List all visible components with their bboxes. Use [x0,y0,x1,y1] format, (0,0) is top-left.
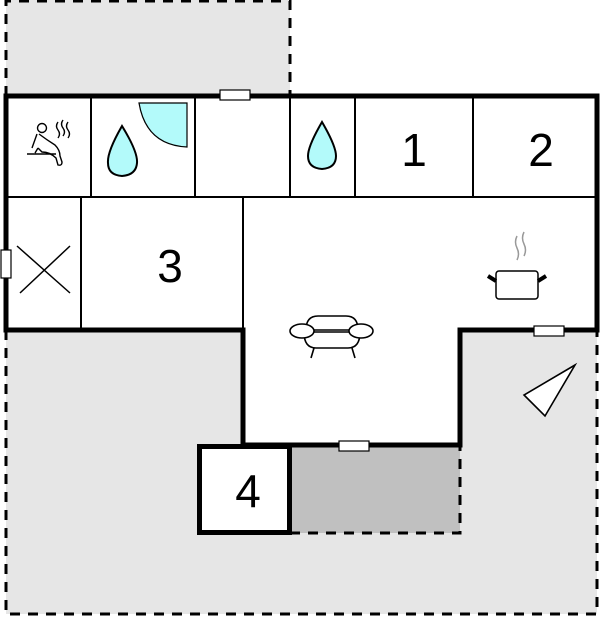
outdoor-area [6,0,597,614]
window-left [0,249,12,279]
windows [0,89,565,452]
sauna-icon [27,119,71,166]
cross-icon [16,245,71,294]
interior-walls [6,96,597,330]
rooms [6,96,597,533]
shower-quarter-circle-icon [138,102,188,148]
water-drop-icon [106,124,139,178]
exterior-walls [3,93,600,535]
room-label-1: 1 [401,124,427,176]
room-label-4: 4 [235,465,261,517]
window-terrace [338,440,370,452]
sofa-icon [289,315,374,359]
room-label-3: 3 [157,240,183,292]
covered-terrace [290,446,460,533]
cooking-pot-icon [486,231,548,300]
north-arrow-icon [522,362,578,418]
room-label-2: 2 [528,124,554,176]
window-right [533,325,565,337]
property-boundary [4,0,599,616]
water-drop-icon-toilet [306,120,338,171]
window-top [219,89,251,101]
